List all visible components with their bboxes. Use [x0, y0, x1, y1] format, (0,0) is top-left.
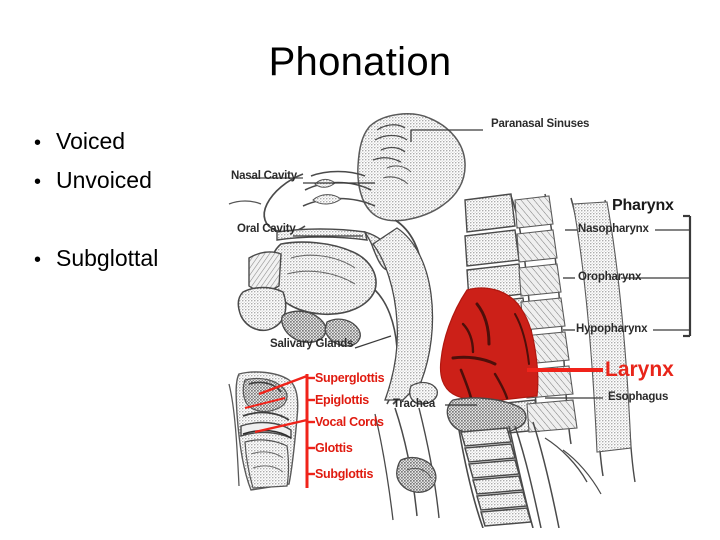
anatomy-illustration: [225, 113, 692, 528]
bullet-dot-icon: •: [34, 171, 42, 193]
label-larynx: Larynx: [605, 358, 674, 381]
label-nasopharynx: Nasopharynx: [578, 223, 649, 235]
list-item-blank: [34, 208, 234, 247]
label-epiglottis: Epiglottis: [315, 393, 369, 407]
list-item: • Voiced: [34, 130, 234, 169]
list-item-label: Unvoiced: [56, 167, 152, 193]
label-glottis: Glottis: [315, 441, 353, 455]
page-title: Phonation: [268, 40, 452, 84]
label-trachea: Trachea: [393, 398, 436, 410]
larynx-inset-drawing: [225, 370, 305, 495]
leader-lines-black: [293, 129, 692, 406]
anatomy-figure: Nasal Cavity Oral Cavity Salivary Glands…: [215, 108, 720, 528]
label-subglottis: Subglottis: [315, 467, 374, 481]
bullet-dot-icon: •: [34, 132, 42, 154]
label-oral-cavity: Oral Cavity: [237, 223, 296, 235]
bullet-list: • Voiced • Unvoiced • Subglottal: [34, 130, 234, 286]
label-esophagus: Esophagus: [608, 391, 669, 403]
label-oropharynx: Oropharynx: [578, 271, 642, 283]
list-item-label: Subglottal: [56, 245, 159, 271]
label-pharynx: Pharynx: [612, 197, 674, 214]
label-vocal-cords: Vocal Cords: [315, 415, 384, 429]
leader-lines-red: [244, 368, 603, 488]
label-salivary-glands: Salivary Glands: [270, 338, 354, 350]
label-paranasal-sinuses: Paranasal Sinuses: [491, 118, 590, 130]
label-nasal-cavity: Nasal Cavity: [231, 170, 297, 182]
label-superglottis: Superglottis: [315, 371, 385, 385]
list-item: • Unvoiced: [34, 169, 234, 208]
sagittal-section-drawing: [225, 113, 692, 528]
larynx-highlight: [439, 287, 539, 402]
list-item: • Subglottal: [34, 247, 234, 286]
list-item-label: Voiced: [56, 128, 126, 154]
label-hypopharynx: Hypopharynx: [576, 323, 648, 335]
bullet-dot-icon: •: [34, 249, 42, 271]
